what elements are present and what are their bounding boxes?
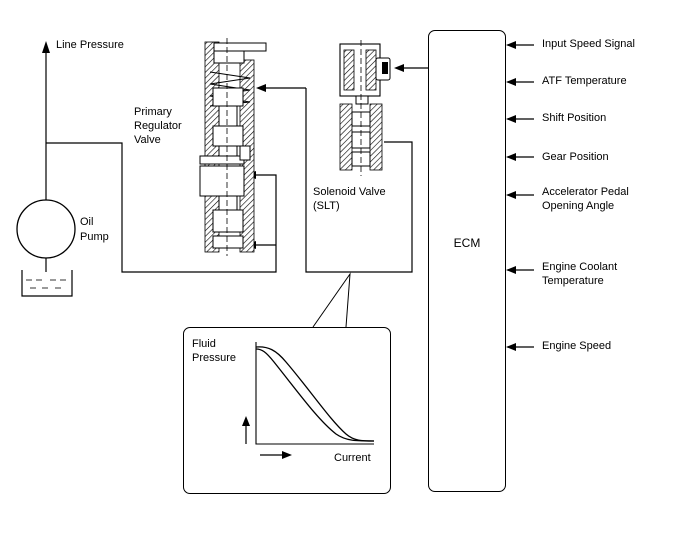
regulator-label-line3: Valve bbox=[134, 134, 161, 146]
primary-regulator-valve bbox=[199, 38, 267, 256]
graph-curve-upper bbox=[255, 346, 375, 442]
line-pressure-arrow bbox=[42, 41, 50, 53]
graph-right-arrow-head bbox=[282, 451, 292, 459]
current-label: Current bbox=[334, 452, 371, 464]
engine-speed-label: Engine Speed bbox=[542, 340, 612, 352]
fluid-pressure-label-line1: Fluid bbox=[192, 338, 216, 350]
ecm-label: ECM bbox=[453, 236, 481, 250]
solenoid-label-line1: Solenoid Valve bbox=[313, 186, 386, 198]
regulator-label-line2: Regulator bbox=[134, 120, 182, 132]
oil-reservoir bbox=[21, 270, 73, 297]
coolant-label-line1: Engine Coolant bbox=[542, 261, 618, 273]
regulator-label-line1: Primary bbox=[134, 106, 172, 118]
graph-curve-lower bbox=[255, 348, 375, 442]
graph-up-arrow-head bbox=[242, 416, 250, 426]
graph-axes bbox=[255, 342, 374, 445]
solenoid-label-line2: (SLT) bbox=[313, 200, 340, 212]
graph-callout-pointer bbox=[312, 272, 351, 328]
graph-inset bbox=[183, 327, 391, 494]
oil-pump bbox=[16, 199, 76, 259]
atf-temperature-label: ATF Temperature bbox=[542, 75, 627, 87]
line-pressure-label: Line Pressure bbox=[56, 39, 124, 51]
shift-position-label: Shift Position bbox=[542, 112, 607, 124]
slt-to-regulator-arrow bbox=[256, 84, 266, 92]
pressure-current-graph bbox=[245, 342, 375, 456]
ecm-to-slt-arrow bbox=[394, 64, 404, 72]
fluid-pressure-label-line2: Pressure bbox=[192, 352, 237, 364]
coolant-label-line2: Temperature bbox=[542, 275, 604, 287]
oil-pump-label-line1: Oil bbox=[80, 216, 94, 228]
accelerator-label-line2: Opening Angle bbox=[542, 200, 615, 212]
solenoid-valve-slt bbox=[339, 40, 391, 176]
ecm-box: ECM bbox=[428, 30, 506, 492]
slt-to-regulator-line bbox=[262, 87, 413, 273]
ecm-input-arrowheads bbox=[506, 41, 516, 351]
input-speed-signal-label: Input Speed Signal bbox=[542, 38, 635, 50]
gear-position-label: Gear Position bbox=[542, 151, 609, 163]
oil-pump-label-line2: Pump bbox=[80, 231, 109, 243]
accelerator-label-line1: Accelerator Pedal bbox=[542, 186, 629, 198]
